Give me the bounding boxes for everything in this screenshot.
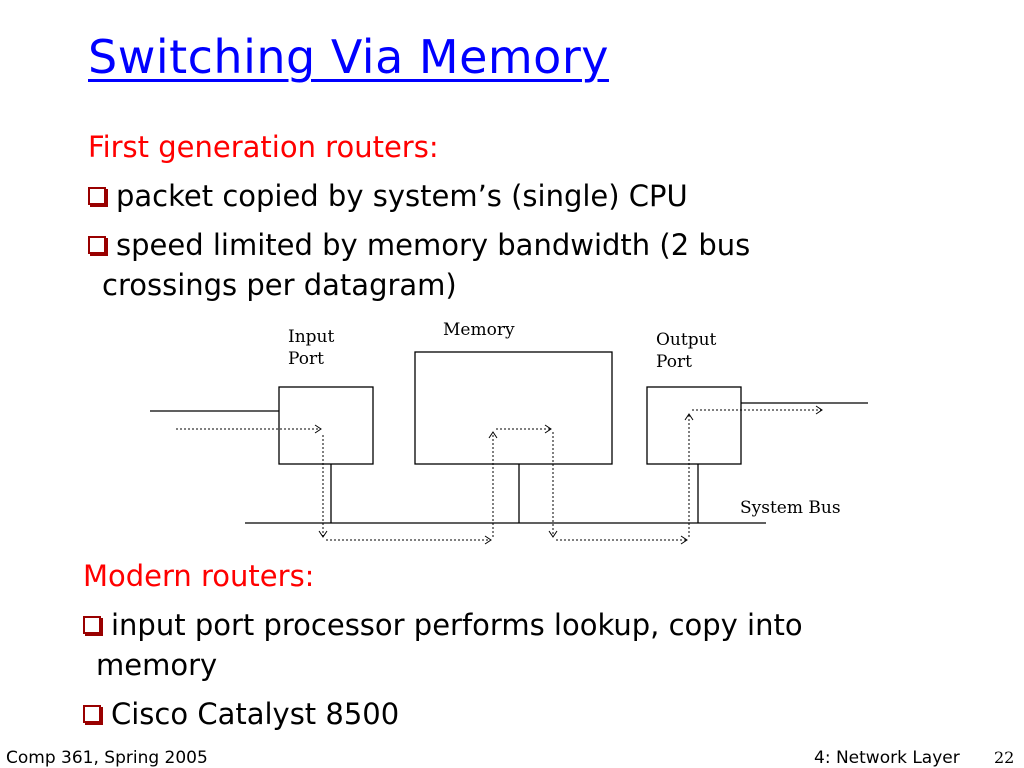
bullet-item: Cisco Catalyst 8500 xyxy=(83,693,399,735)
bullet-item: packet copied by system’s (single) CPU xyxy=(88,175,688,217)
bullet-box-icon xyxy=(83,616,101,634)
footer-course: Comp 361, Spring 2005 xyxy=(6,748,208,768)
bullet-box-icon xyxy=(83,705,101,723)
bullet-box-icon xyxy=(88,236,106,254)
system-bus-label: System Bus xyxy=(740,498,841,518)
input-port-label: Input Port xyxy=(288,327,335,369)
bullet-text: input port processor performs lookup, co… xyxy=(111,608,803,642)
memory-box xyxy=(414,351,613,465)
bullet-text: packet copied by system’s (single) CPU xyxy=(116,179,688,213)
bullet-text: speed limited by memory bandwidth (2 bus xyxy=(116,228,751,262)
bullet-item: input port processor performs lookup, co… xyxy=(83,604,803,646)
bullet-item: speed limited by memory bandwidth (2 bus xyxy=(88,224,750,266)
section-heading-modern: Modern routers: xyxy=(83,559,315,593)
input-port-box xyxy=(278,386,374,465)
packet-path xyxy=(176,409,822,541)
slide-title: Switching Via Memory xyxy=(88,30,609,84)
bullet-text: Cisco Catalyst 8500 xyxy=(111,697,400,731)
footer-chapter: 4: Network Layer xyxy=(814,748,960,768)
output-port-label: Output Port xyxy=(656,330,717,372)
arrowheads xyxy=(314,405,823,545)
bullet-box-icon xyxy=(88,187,106,205)
bullet-continuation: crossings per datagram) xyxy=(102,268,457,302)
memory-label: Memory xyxy=(443,320,515,340)
bullet-continuation: memory xyxy=(96,648,218,682)
page-number: 22 xyxy=(994,748,1015,767)
section-heading-first-generation: First generation routers: xyxy=(88,130,439,164)
output-port-box xyxy=(646,386,742,465)
